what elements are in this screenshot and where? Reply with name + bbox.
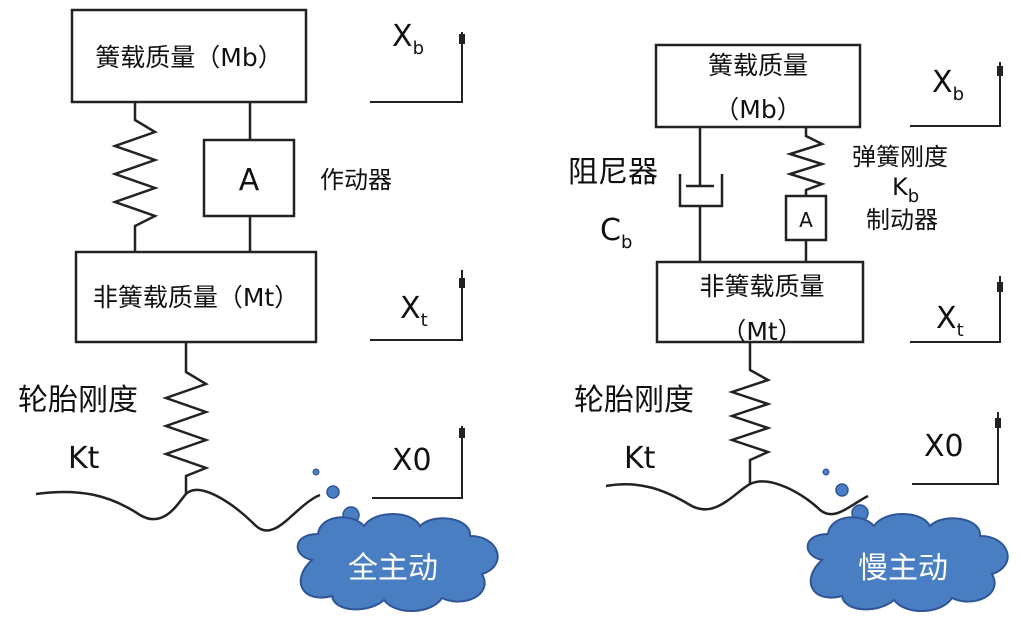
xt-marker: Xt [370,270,465,341]
full-active-label: 全主动 [348,551,438,586]
cloud-shape [296,513,499,613]
suspension-spring-right [785,127,827,196]
brake-actuator-symbol: A [799,208,813,232]
slow-active-badge: 慢主动 [806,468,1009,613]
road-profile [35,488,321,532]
xt-marker-right: Xt [910,276,1003,343]
x0-marker-right: X0 [912,412,1001,485]
x0-marker: X0 [372,426,465,499]
sprung-mass-label: 簧载质量（Mb） [95,43,282,72]
tire-stiffness-symbol: Kt [68,441,100,476]
tire-stiffness-label-right: 轮胎刚度 [574,383,694,418]
brake-actuator-box [784,194,828,242]
damper-label: 阻尼器 [568,155,658,190]
xb-marker: Xb [370,19,465,103]
tire-stiffness-label: 轮胎刚度 [18,383,138,418]
xb-label: Xb [392,19,424,59]
tire-spring-right [728,342,772,484]
sprung-mass-box [70,8,308,104]
xb-marker-right: Xb [910,62,1003,127]
tire-stiffness-symbol-right: Kt [624,441,656,476]
actuator-symbol: A [239,163,260,198]
x0-label-right: X0 [924,429,964,464]
road-profile-right [605,480,869,516]
unsprung-mass-box [74,250,318,344]
unsprung-mass-box-right [655,260,865,344]
slow-active-label: 慢主动 [858,551,948,586]
unsprung-mass-symbol-right: （Mt） [721,317,802,346]
damper-symbol: Cb [600,213,632,253]
tire-spring [162,342,210,494]
spring-stiffness-symbol: Kb [892,173,919,207]
spring-stiffness-label: 弹簧刚度 [852,143,948,171]
unsprung-mass-label: 非簧载质量（Mt） [93,283,299,312]
sprung-mass-box-right [654,43,862,129]
actuator-box [202,138,296,218]
unsprung-mass-label-right: 非簧载质量 [699,272,824,301]
sprung-mass-label-right: 簧载质量 [708,51,808,80]
xt-label: Xt [400,291,428,331]
sprung-mass-symbol-right: （Mb） [714,95,801,124]
cloud-shape-right [806,513,1009,613]
actuator-label: 作动器 [320,166,392,194]
x0-label: X0 [392,443,432,478]
suspension-spring [111,102,159,252]
xb-label-right: Xb [932,65,964,105]
xt-label-right: Xt [936,301,964,341]
slow-active-model: 簧载质量 （Mb） 阻尼器 Cb A 弹簧刚度 Kb 制动器 非簧载质量 （Mt… [568,43,1009,613]
full-active-badge: 全主动 [296,468,499,613]
brake-label: 制动器 [866,206,938,234]
full-active-model: 簧载质量（Mb） A 作动器 非簧载质量（Mt） 轮胎刚度 Kt Xb Xt [18,8,499,613]
